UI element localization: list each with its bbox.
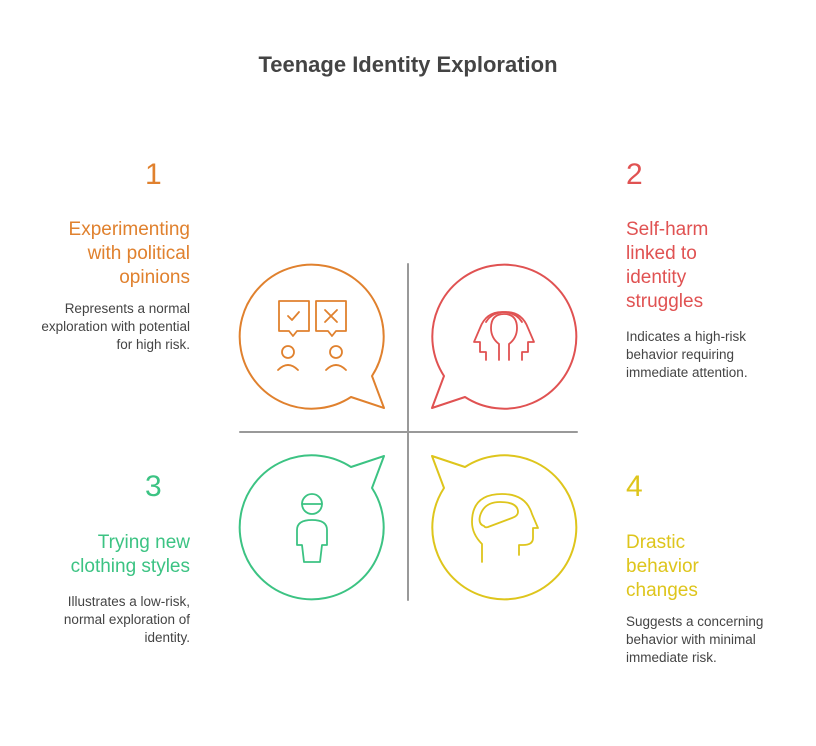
head-brain-icon [471, 493, 539, 563]
speech-bubble-4 [431, 454, 578, 601]
page-title: Teenage Identity Exploration [258, 52, 558, 77]
item-2-description: Indicates a high-risk behavior requiring… [626, 329, 748, 380]
speech-bubble-1 [238, 263, 385, 410]
item-2-number: 2 [626, 158, 643, 191]
overlapping-heads-icon [473, 311, 535, 361]
item-1-description: Represents a normal exploration with pot… [41, 301, 190, 352]
person-icon [296, 493, 328, 563]
item-1-heading: Experimenting with political opinions [68, 219, 190, 288]
discussion-icon [277, 300, 347, 371]
speech-bubble-2 [431, 263, 578, 410]
item-2-heading: Self-harm linked to identity struggles [626, 219, 709, 312]
item-4-heading: Drastic behavior changes [626, 532, 699, 601]
item-1-number: 1 [145, 158, 162, 191]
item-3-number: 3 [145, 470, 162, 503]
item-3-heading: Trying new clothing styles [70, 532, 190, 577]
speech-bubble-3 [238, 454, 385, 601]
item-4-description: Suggests a concerning behavior with mini… [626, 614, 764, 665]
item-4-number: 4 [626, 470, 643, 503]
item-3-description: Illustrates a low-risk, normal explorati… [63, 594, 190, 645]
